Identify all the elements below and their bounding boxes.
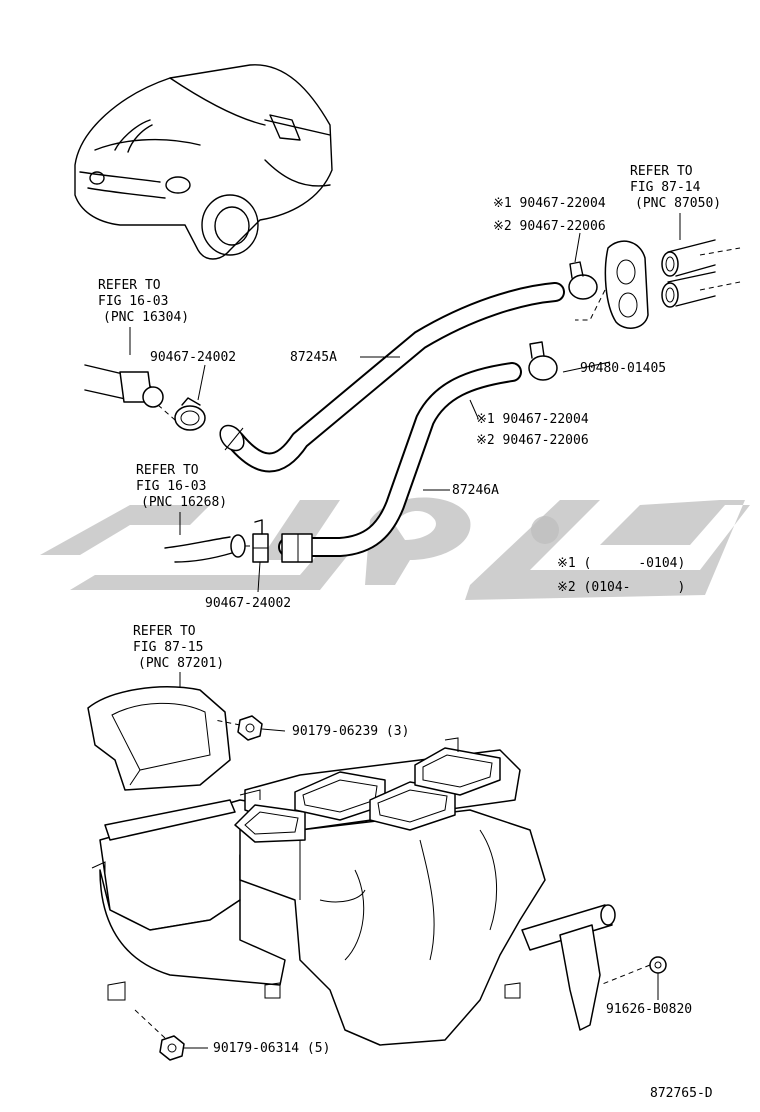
clamp-lower [528, 341, 611, 381]
note-2: ※2 (0104- ) [557, 580, 685, 595]
clamp-upper [568, 232, 598, 300]
label-bolt: 91626-B0820 [606, 1002, 692, 1017]
svg-text:(PNC 16268): (PNC 16268) [141, 495, 227, 510]
bolt [599, 956, 667, 1000]
reference-16-03-b: REFER TO FIG 16-03 (PNC 16268) [136, 463, 227, 510]
label-clamp-lower-2: ※2 90467-22006 [476, 433, 589, 448]
svg-text:REFER TO: REFER TO [136, 463, 199, 478]
hose-87245a [219, 282, 565, 473]
svg-text:(PNC 87050): (PNC 87050) [635, 196, 721, 211]
label-grommet: 90480-01405 [580, 361, 666, 376]
svg-text:FIG 16-03: FIG 16-03 [98, 294, 168, 309]
label-clamp-upper-1: ※1 90467-22004 [493, 196, 606, 211]
label-hose-87245a: 87245A [290, 350, 337, 365]
svg-text:REFER TO: REFER TO [630, 164, 693, 179]
label-hose-87246a: 87246A [452, 483, 499, 498]
svg-text:FIG 16-03: FIG 16-03 [136, 479, 206, 494]
figure-code: 872765-D [650, 1086, 713, 1101]
heater-pipes [661, 239, 741, 308]
label-clamp-lower-1: ※1 90467-22004 [476, 412, 589, 427]
grommet [575, 240, 649, 329]
svg-text:REFER TO: REFER TO [98, 278, 161, 293]
label-clamp-bottom-left: 90467-24002 [205, 596, 291, 611]
heater-housing [87, 686, 616, 1046]
label-clamp-left: 90467-24002 [150, 350, 236, 365]
svg-text:REFER TO: REFER TO [133, 624, 196, 639]
reference-16-03-a: REFER TO FIG 16-03 (PNC 16304) [98, 278, 189, 325]
lower-left-pipe [164, 534, 255, 563]
svg-text:(PNC 87201): (PNC 87201) [138, 656, 224, 671]
svg-text:(PNC 16304): (PNC 16304) [103, 310, 189, 325]
left-inlet-pipe [84, 364, 176, 421]
svg-text:FIG 87-14: FIG 87-14 [630, 180, 701, 195]
car-illustration [74, 64, 333, 260]
reference-87-15: REFER TO FIG 87-15 (PNC 87201) [133, 624, 224, 671]
clamp-bottom-left [252, 519, 269, 593]
nut-upper [214, 715, 286, 741]
nut-lower [134, 1009, 208, 1061]
label-nut-lower: 90179-06314 (5) [213, 1041, 330, 1056]
clamp-left [174, 364, 206, 431]
label-nut-upper: 90179-06239 (3) [292, 724, 409, 739]
svg-text:FIG 87-15: FIG 87-15 [133, 640, 203, 655]
label-clamp-upper-2: ※2 90467-22006 [493, 219, 606, 234]
reference-87-14: REFER TO FIG 87-14 (PNC 87050) [630, 164, 721, 211]
hose-87246a [278, 362, 522, 563]
note-1: ※1 ( -0104) [557, 556, 685, 571]
